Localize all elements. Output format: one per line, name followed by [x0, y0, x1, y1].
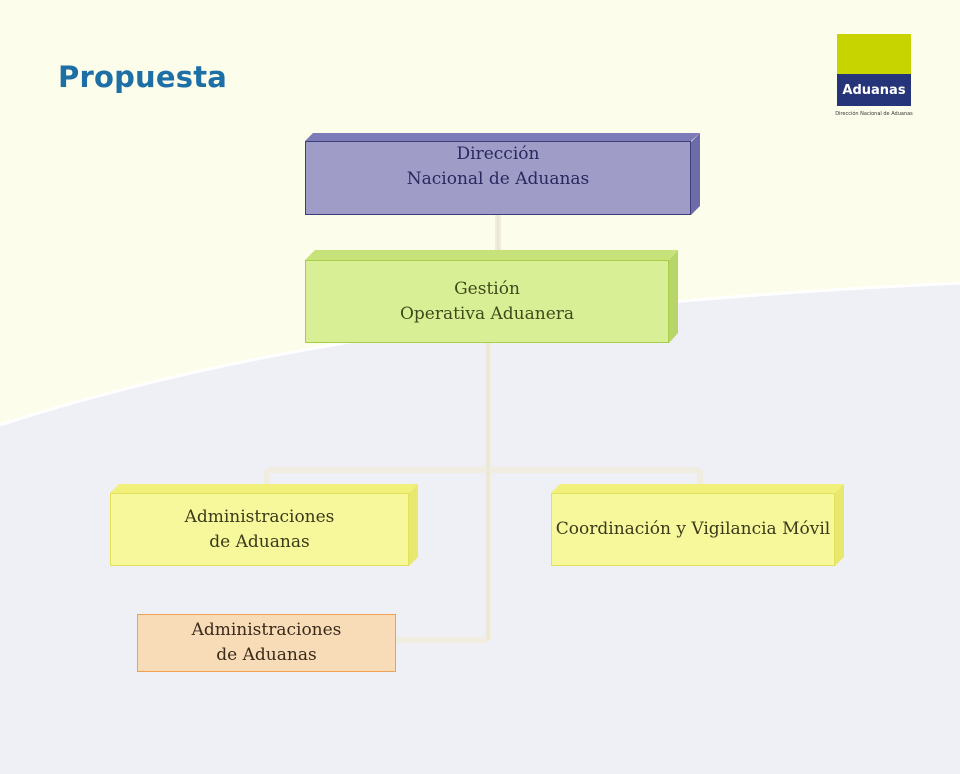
node-administraciones: Administraciones de Aduanas	[110, 484, 418, 566]
logo-navy-block: Aduanas	[837, 74, 911, 106]
node-direccion-label: Dirección Nacional de Aduanas	[305, 141, 691, 215]
node-gestion-operativa: Gestión Operativa Aduanera	[305, 250, 678, 343]
logo-subtitle: Dirección Nacional de Aduanas	[835, 111, 913, 117]
slide-title: Propuesta	[58, 60, 228, 94]
node-coordinacion-vigilancia: Coordinación y Vigilancia Móvil	[551, 484, 844, 566]
aduanas-logo: Aduanas Dirección Nacional de Aduanas	[833, 34, 913, 122]
node-administraciones-label: Administraciones de Aduanas	[110, 493, 409, 566]
node-direccion-nacional: Dirección Nacional de Aduanas	[305, 133, 700, 215]
logo-wordmark: Aduanas	[842, 82, 906, 98]
node-gestion-label: Gestión Operativa Aduanera	[305, 260, 669, 343]
node-administraciones-asistente-label: Administraciones de Aduanas	[137, 614, 396, 672]
node-coordinacion-label: Coordinación y Vigilancia Móvil	[551, 493, 835, 566]
logo-lime-block	[837, 34, 911, 74]
node-administraciones-asistente: Administraciones de Aduanas	[137, 614, 396, 672]
